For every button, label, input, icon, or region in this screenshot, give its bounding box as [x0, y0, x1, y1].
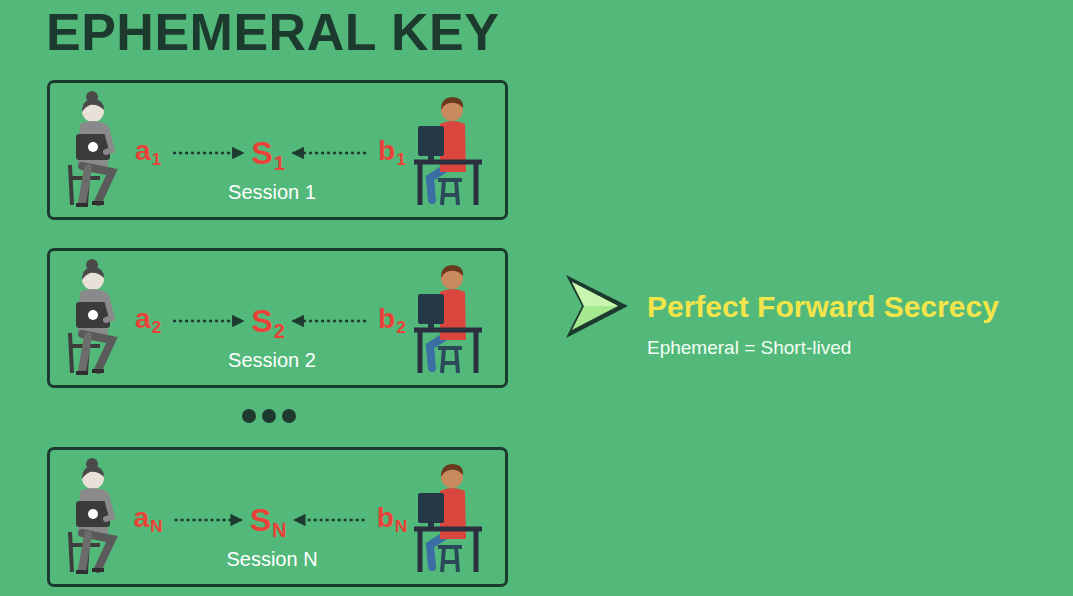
- sender-key: aN: [133, 504, 162, 532]
- session-panel: Session 1a1S1b1: [47, 80, 508, 220]
- subscript: 2: [274, 320, 285, 342]
- shared-secret: S2: [251, 305, 284, 337]
- subscript: 1: [151, 149, 161, 169]
- session-panel: Session NaNSNbN: [47, 447, 508, 587]
- sender-key: a2: [135, 305, 161, 333]
- key-arrow: [173, 320, 243, 323]
- symbol: a: [135, 303, 151, 334]
- receiver-key: bN: [377, 504, 408, 532]
- subscript: N: [272, 519, 286, 541]
- symbol: b: [378, 303, 395, 334]
- receiver-key: b1: [378, 137, 406, 165]
- subscript: 1: [274, 152, 285, 174]
- subscript: 2: [396, 317, 406, 337]
- subscript: N: [395, 516, 408, 536]
- definition-note: Ephemeral = Short-lived: [647, 337, 851, 359]
- subscript: N: [150, 516, 163, 536]
- subscript: 1: [396, 149, 406, 169]
- key-arrow: [293, 320, 366, 323]
- session-panel: Session 2a2S2b2: [47, 248, 508, 388]
- key-arrow: [173, 152, 243, 155]
- shared-secret: S1: [251, 137, 284, 169]
- shared-secret: SN: [250, 504, 287, 536]
- symbol: a: [133, 502, 149, 533]
- symbol: a: [135, 135, 151, 166]
- symbol: S: [250, 502, 271, 538]
- symbol: S: [251, 303, 272, 339]
- session-label: Session 2: [228, 349, 316, 372]
- key-arrow: [175, 519, 242, 522]
- subscript: 2: [151, 317, 161, 337]
- key-arrow: [294, 519, 364, 522]
- title: EPHEMERAL KEY: [46, 2, 499, 62]
- session-label: Session 1: [228, 181, 316, 204]
- receiver-key: b2: [378, 305, 406, 333]
- symbol: S: [251, 135, 272, 171]
- symbol: b: [378, 135, 395, 166]
- symbol: b: [377, 502, 394, 533]
- session-label: Session N: [226, 548, 317, 571]
- key-arrow: [293, 152, 366, 155]
- sender-key: a1: [135, 137, 161, 165]
- concept-heading: Perfect Forward Secrecy: [647, 290, 999, 324]
